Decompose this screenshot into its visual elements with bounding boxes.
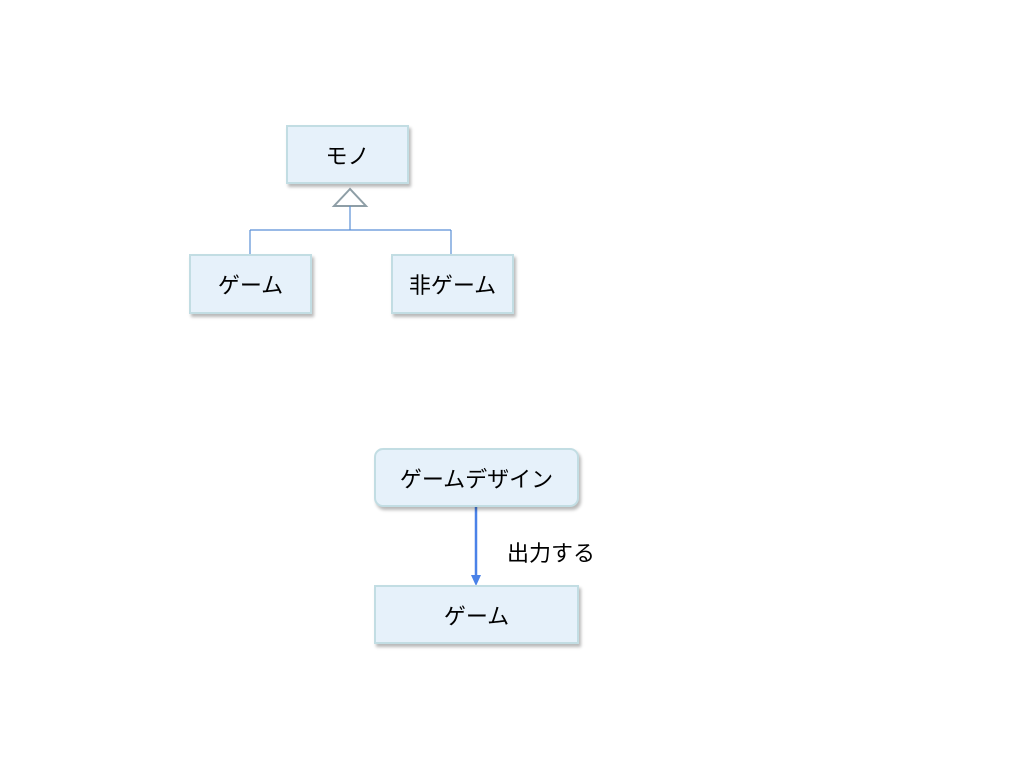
- generalization-triangle: [331, 187, 369, 207]
- game-output-label: ゲーム: [443, 604, 510, 630]
- game-child-box[interactable]: ゲーム: [189, 254, 312, 314]
- game-child-label: ゲーム: [217, 274, 284, 299]
- non-game-child-label: 非ゲーム: [408, 274, 497, 299]
- output-edge-label: 出力する: [507, 542, 596, 567]
- non-game-child-box[interactable]: 非ゲーム: [391, 254, 514, 314]
- game-output-box[interactable]: ゲーム: [374, 585, 579, 644]
- mono-label: モノ: [325, 144, 370, 170]
- output-arrow-head: [471, 575, 481, 586]
- game-design-box[interactable]: ゲームデザイン: [374, 448, 579, 507]
- output-arrow: [471, 506, 481, 586]
- game-design-label: ゲームデザイン: [399, 467, 554, 493]
- mono-box[interactable]: モノ: [286, 125, 409, 184]
- generalization-connector: [249, 187, 452, 255]
